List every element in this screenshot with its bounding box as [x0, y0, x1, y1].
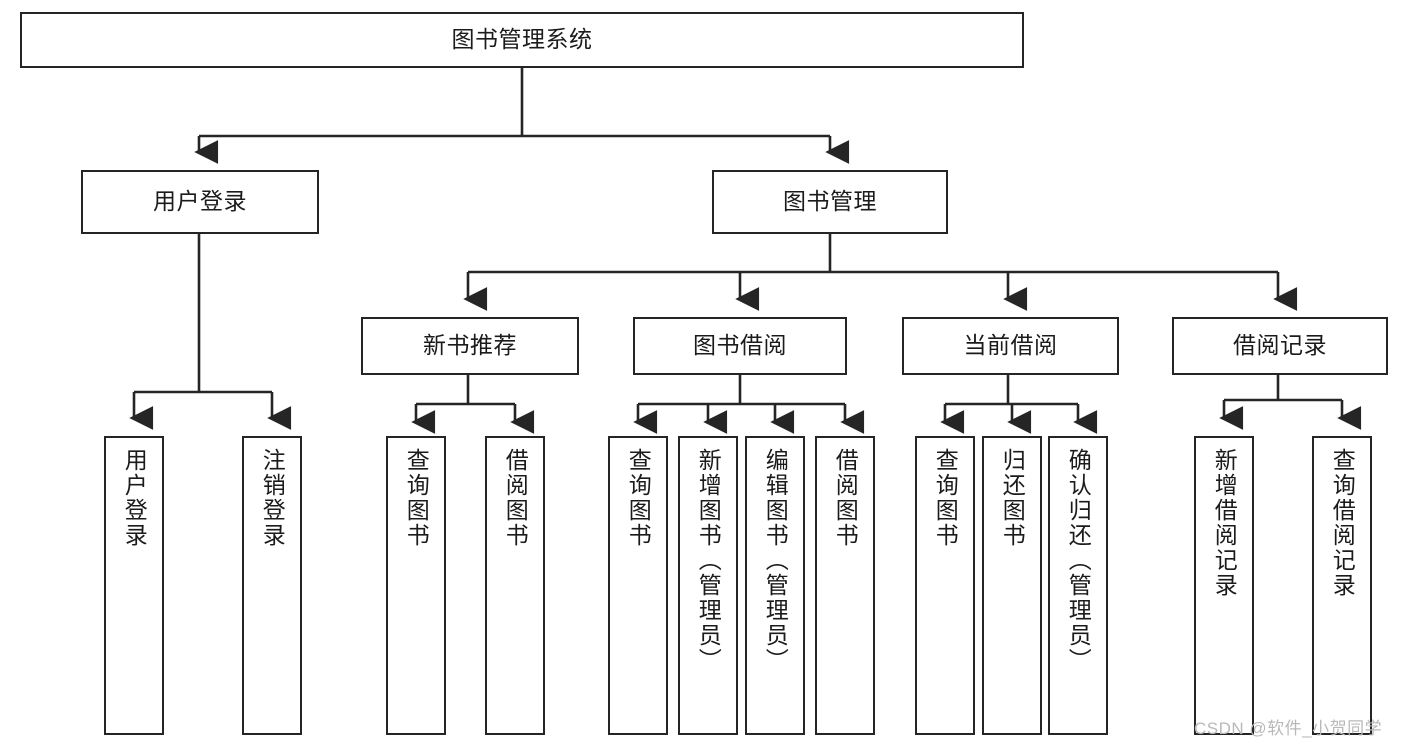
- node-book-borrow-label: 图书借阅: [693, 332, 787, 359]
- node-leaf-borrow-book-2[interactable]: 借阅图书: [815, 436, 875, 735]
- node-leaf-edit-book-label: 编辑图书（管理员）: [762, 448, 789, 673]
- csdn-watermark: CSDN @软件_小贺同学: [1194, 719, 1383, 738]
- node-leaf-query-book-1-label: 查询图书: [403, 448, 430, 548]
- node-book-manage[interactable]: 图书管理: [712, 170, 948, 234]
- node-book-borrow[interactable]: 图书借阅: [633, 317, 847, 375]
- node-leaf-logout[interactable]: 注销登录: [242, 436, 302, 735]
- node-current-borrow-label: 当前借阅: [963, 332, 1058, 359]
- node-leaf-query-book-2-label: 查询图书: [625, 448, 652, 548]
- node-leaf-add-book[interactable]: 新增图书（管理员）: [678, 436, 738, 735]
- node-new-book-recommend[interactable]: 新书推荐: [361, 317, 579, 375]
- node-leaf-query-book-3[interactable]: 查询图书: [915, 436, 975, 735]
- node-leaf-edit-book[interactable]: 编辑图书（管理员）: [745, 436, 805, 735]
- node-leaf-user-login[interactable]: 用户登录: [104, 436, 164, 735]
- node-root-label: 图书管理系统: [451, 26, 593, 53]
- node-leaf-add-record[interactable]: 新增借阅记录: [1194, 436, 1254, 735]
- node-leaf-borrow-book-1-label: 借阅图书: [502, 448, 529, 548]
- node-borrow-record[interactable]: 借阅记录: [1172, 317, 1388, 375]
- node-leaf-return-book[interactable]: 归还图书: [982, 436, 1042, 735]
- node-new-book-recommend-label: 新书推荐: [423, 332, 517, 359]
- node-leaf-logout-label: 注销登录: [259, 448, 286, 548]
- node-leaf-borrow-book-2-label: 借阅图书: [832, 448, 859, 548]
- node-leaf-borrow-book-1[interactable]: 借阅图书: [485, 436, 545, 735]
- node-leaf-query-book-1[interactable]: 查询图书: [386, 436, 446, 735]
- node-current-borrow[interactable]: 当前借阅: [902, 317, 1119, 375]
- node-leaf-return-book-label: 归还图书: [999, 448, 1026, 548]
- node-leaf-user-login-label: 用户登录: [121, 448, 148, 548]
- node-leaf-query-book-3-label: 查询图书: [932, 448, 959, 548]
- node-user-login-label: 用户登录: [153, 188, 247, 215]
- node-leaf-query-book-2[interactable]: 查询图书: [608, 436, 668, 735]
- node-user-login[interactable]: 用户登录: [81, 170, 319, 234]
- node-leaf-confirm-return-label: 确认归还（管理员）: [1065, 448, 1092, 673]
- node-borrow-record-label: 借阅记录: [1233, 332, 1327, 359]
- node-leaf-confirm-return[interactable]: 确认归还（管理员）: [1048, 436, 1108, 735]
- node-root[interactable]: 图书管理系统: [20, 12, 1024, 68]
- node-book-manage-label: 图书管理: [783, 188, 877, 215]
- node-leaf-add-record-label: 新增借阅记录: [1211, 448, 1238, 598]
- node-leaf-query-record-label: 查询借阅记录: [1329, 448, 1356, 598]
- node-leaf-add-book-label: 新增图书（管理员）: [695, 448, 722, 673]
- node-leaf-query-record[interactable]: 查询借阅记录: [1312, 436, 1372, 735]
